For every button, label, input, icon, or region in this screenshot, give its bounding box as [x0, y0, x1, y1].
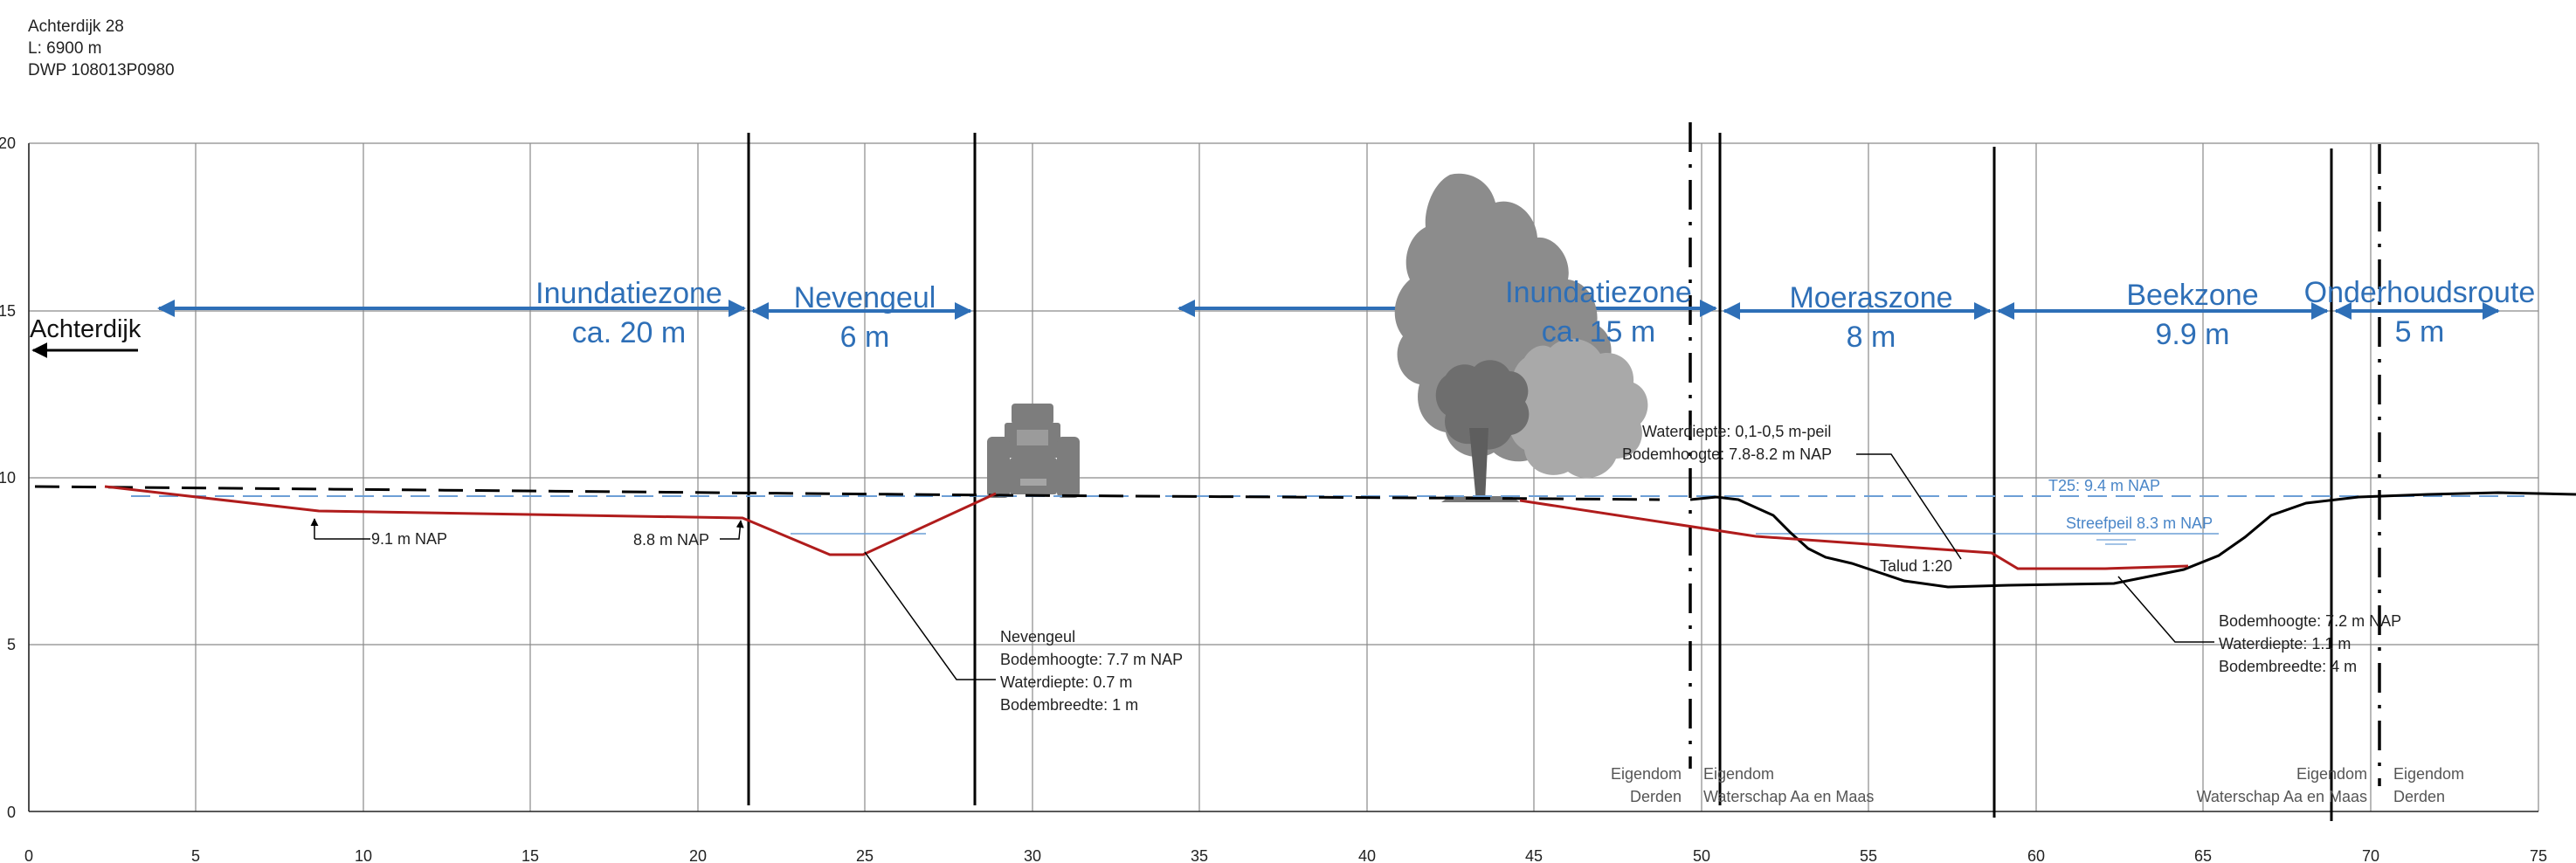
zone-width-onderhoudsroute: 5 m [2395, 315, 2445, 349]
y-tick: 0 [7, 804, 16, 821]
moeras-bodemhoogte: Bodemhoogte: 7.8-8.2 m NAP [1622, 445, 1832, 463]
nap-callouts [310, 518, 744, 540]
beek-waterdiepte: Waterdiepte: 1.1 m [2219, 635, 2351, 652]
beek-info: Bodemhoogte: 7.2 m NAP Waterdiepte: 1.1 … [2219, 612, 2401, 675]
nevengeul-bodemhoogte: Bodemhoogte: 7.7 m NAP [1000, 651, 1183, 668]
nevengeul-bodembreedte: Bodembreedte: 1 m [1000, 696, 1138, 714]
ownership-left-a2: Derden [1630, 788, 1682, 805]
zone-labels: Inundatiezone ca. 20 m Nevengeul 6 m Inu… [535, 276, 2535, 354]
x-tick: 0 [24, 847, 33, 863]
beek-bodembreedte: Bodembreedte: 4 m [2219, 658, 2357, 675]
streefpeil-label: Streefpeil 8.3 m NAP [2066, 514, 2213, 532]
y-tick: 10 [0, 469, 16, 487]
location-label: Achterdijk 28 [28, 17, 124, 36]
x-tick: 60 [2027, 847, 2045, 863]
nevengeul-leader [864, 551, 996, 680]
t25-label: T25: 9.4 m NAP [2048, 477, 2160, 494]
x-tick: 75 [2530, 847, 2547, 863]
beek-leader [2117, 576, 2214, 643]
grid [29, 142, 2539, 811]
ownership-left-b2: Waterschap Aa en Maas [1703, 788, 1874, 805]
zone-name-nevengeul: Nevengeul [794, 281, 936, 314]
zone-arrows [157, 300, 2500, 320]
zone-boundaries [747, 133, 2333, 821]
x-tick: 15 [521, 847, 539, 863]
ownership-labels: Eigendom Derden Eigendom Waterschap Aa e… [1611, 765, 2464, 805]
zone-name-moeraszone: Moeraszone [1789, 281, 1952, 314]
ownership-right-a2: Waterschap Aa en Maas [2197, 788, 2367, 805]
zone-width-inundatie-2: ca. 15 m [1542, 315, 1655, 349]
nevengeul-info: Nevengeul Bodemhoogte: 7.7 m NAP Waterdi… [1000, 628, 1183, 714]
talud-label: Talud 1:20 [1880, 557, 1952, 575]
y-axis-ticks: 0 5 10 15 20 [0, 135, 16, 821]
x-tick: 5 [191, 847, 200, 863]
moeras-leader [1856, 453, 1962, 560]
y-tick: 20 [0, 135, 16, 152]
moeras-info: Waterdiepte: 0,1-0,5 m-peil Bodemhoogte:… [1622, 423, 1832, 463]
y-tick: 5 [7, 636, 16, 653]
ownership-right-b1: Eigendom [2393, 765, 2464, 783]
x-tick: 65 [2194, 847, 2212, 863]
tree-icon [1394, 173, 1648, 502]
zone-name-inundatie-1: Inundatiezone [535, 277, 722, 310]
design-profile [104, 485, 2189, 570]
zone-width-nevengeul: 6 m [840, 321, 890, 354]
y-tick: 15 [0, 302, 16, 320]
zone-width-beekzone: 9.9 m [2155, 318, 2229, 351]
x-axis-ticks: 0 5 10 15 20 25 30 35 40 45 50 55 60 65 … [24, 847, 2547, 863]
nap-label-right: 8.8 m NAP [633, 531, 709, 549]
axes [28, 143, 2538, 812]
nevengeul-waterdiepte: Waterdiepte: 0.7 m [1000, 673, 1132, 691]
achterdijk-label: Achterdijk [30, 315, 142, 343]
x-tick: 45 [1525, 847, 1543, 863]
water-levels [131, 495, 2524, 545]
ownership-right-b2: Derden [2393, 788, 2445, 805]
zone-width-moeraszone: 8 m [1847, 321, 1896, 354]
zone-width-inundatie-1: ca. 20 m [572, 316, 686, 349]
zone-name-onderhoudsroute: Onderhoudsroute [2304, 276, 2536, 309]
nap-label-left: 9.1 m NAP [371, 530, 447, 548]
moeras-waterdiepte: Waterdiepte: 0,1-0,5 m-peil [1642, 423, 1831, 440]
x-tick: 30 [1024, 847, 1041, 863]
achterdijk-direction: Achterdijk [30, 315, 142, 358]
zone-name-beekzone: Beekzone [2126, 279, 2258, 312]
ownership-right-a1: Eigendom [2296, 765, 2367, 783]
drawing-header: Achterdijk 28 L: 6900 m DWP 108013P0980 [28, 16, 175, 81]
x-tick: 70 [2362, 847, 2379, 863]
length-label: L: 6900 m [28, 39, 102, 58]
x-tick: 50 [1693, 847, 1710, 863]
existing-ground [34, 485, 2576, 589]
profile-code-label: DWP 108013P0980 [28, 61, 175, 79]
x-tick: 20 [689, 847, 707, 863]
ownership-boundaries [1689, 122, 2381, 786]
x-tick: 35 [1191, 847, 1208, 863]
x-tick: 25 [856, 847, 874, 863]
nevengeul-title: Nevengeul [1000, 628, 1075, 646]
ownership-left-b1: Eigendom [1703, 765, 1774, 783]
zone-name-inundatie-2: Inundatiezone [1505, 276, 1692, 309]
tractor-icon [987, 404, 1080, 498]
x-tick: 40 [1358, 847, 1376, 863]
x-tick: 10 [355, 847, 372, 863]
beek-bodemhoogte: Bodemhoogte: 7.2 m NAP [2219, 612, 2401, 630]
x-tick: 55 [1860, 847, 1877, 863]
ownership-left-a1: Eigendom [1611, 765, 1682, 783]
